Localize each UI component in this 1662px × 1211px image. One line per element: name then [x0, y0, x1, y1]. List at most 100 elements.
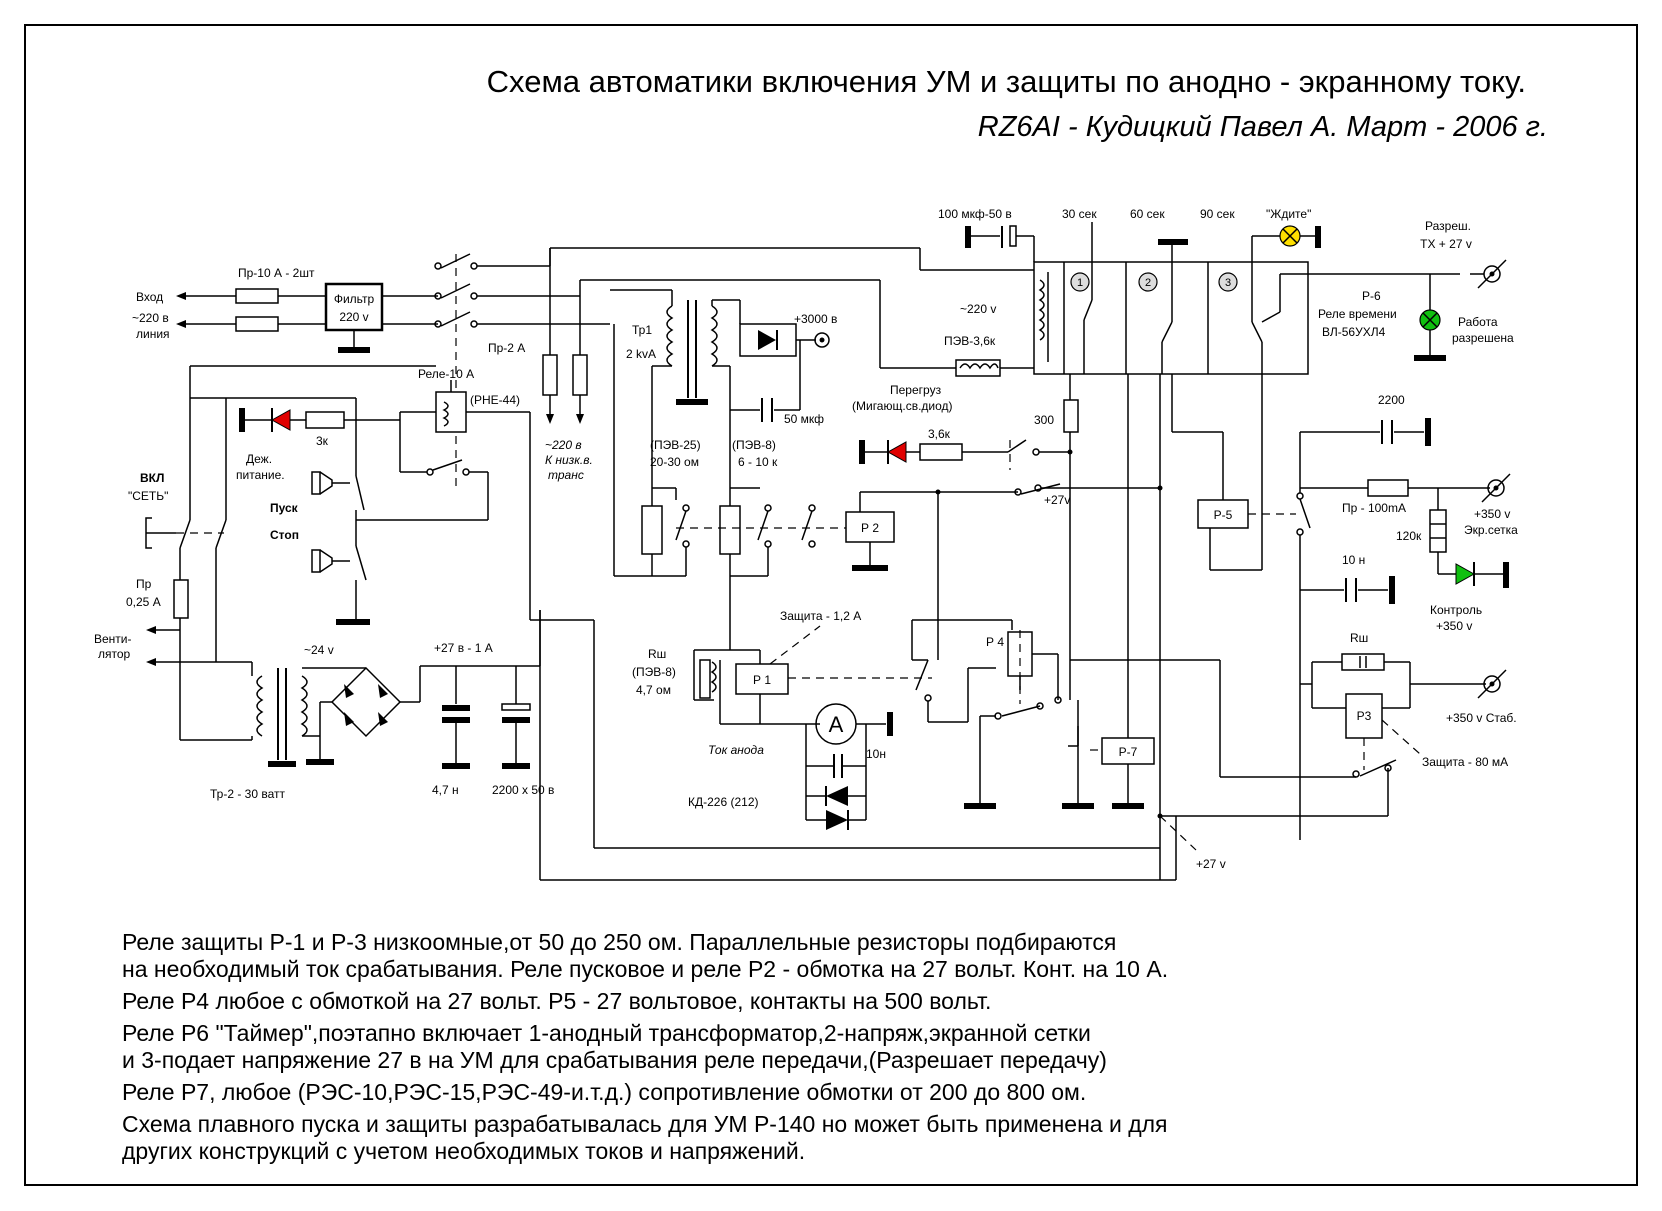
p6-model: ВЛ-56УХЛ4: [1322, 325, 1386, 339]
screen-supply: Р-5 2200 Пр - 100mA +350 v Экр.сетка 120…: [1171, 374, 1518, 840]
kd226-label: КД-226 (212): [688, 795, 758, 809]
pev25-label: (ПЭВ-25): [650, 438, 701, 452]
control-label: Контроль: [1430, 603, 1482, 617]
stop-label: Стоп: [270, 528, 299, 542]
on-label: ВКЛ: [140, 471, 164, 485]
timer-60s: 60 сек: [1130, 207, 1165, 221]
fuse-2a-label: Пр-2 А: [488, 341, 525, 355]
screen-grid-label: Экр.сетка: [1464, 523, 1518, 537]
timer-ch2: 2: [1145, 277, 1151, 289]
rsh-label: Rш: [648, 647, 666, 661]
standby-label: Деж.: [246, 452, 272, 466]
start-relay-10a: Реле-10 А (РНЕ-44): [356, 367, 1160, 849]
relay10a-label: Реле-10 А: [418, 367, 474, 381]
low-voltage-supply: ~24 v Тр-2 - 30 ватт +27 в - 1 А 4,7 н 2…: [180, 610, 1177, 881]
v24-label: ~24 v: [304, 643, 334, 657]
line-label: линия: [136, 327, 170, 341]
input-line-label: ~220 в: [132, 311, 169, 325]
r3k-label: 3к: [316, 434, 329, 448]
mains-input: Пр-10 А - 2шт Вход ~220 в линия: [132, 266, 330, 341]
filter-voltage: 220 v: [339, 310, 368, 324]
protection-80ma-label: Защита - 80 мА: [1422, 755, 1508, 769]
tr2-label: Тр-2 - 30 ватт: [210, 787, 285, 801]
p4-label: Р 4: [986, 635, 1004, 649]
note-line-1: Реле защиты Р-1 и Р-3 низкоомные,от 50 д…: [122, 929, 1116, 955]
to-low-label-2: К низк.в.: [545, 453, 593, 467]
diagram-subtitle: RZ6AI - Кудицкий Павел А. Март - 2006 г.: [978, 111, 1548, 143]
ammeter-label: A: [829, 712, 844, 737]
p6-relay-label: Реле времени: [1318, 307, 1397, 321]
filter: Фильтр 220 v: [324, 282, 438, 353]
note-line-5: и 3-подает напряжение 27 в на УМ для сра…: [122, 1047, 1107, 1073]
c2200x50-label: 2200 х 50 в: [492, 783, 554, 797]
relay-p1-label: Р 1: [753, 673, 771, 687]
r300-label: 300: [1034, 413, 1054, 427]
main-contactor: Пр-2 А: [434, 253, 610, 490]
pev25-value: 20-30 ом: [650, 455, 699, 469]
top-bus: [477, 247, 881, 368]
timer-relay-p6: 100 мкф-50 в 30 сек 60 сек 90 сек "Ждите…: [812, 207, 1514, 377]
timer-90s: 90 сек: [1200, 207, 1235, 221]
hv-3000-label: +3000 в: [794, 312, 837, 326]
anode-current-label: Ток анода: [708, 743, 764, 757]
overload-label-2: (Мигающ.св.диод): [852, 399, 953, 413]
rne44-label: (РНЕ-44): [470, 393, 520, 407]
control-v-label: +350 v: [1436, 619, 1472, 633]
net-label: "СЕТЬ": [128, 489, 168, 503]
diagram-title: Схема автоматики включения УМ и защиты п…: [487, 64, 1526, 99]
start-stop-buttons: Пуск Стоп: [270, 460, 370, 625]
c2200-label: 2200: [1378, 393, 1405, 407]
filter-label: Фильтр: [334, 292, 375, 306]
start-label: Пуск: [270, 501, 299, 515]
p6-label: Р-6: [1362, 289, 1381, 303]
power-switch: ВКЛ "СЕТЬ" Пр 0,25 А Венти- лятор: [94, 471, 227, 740]
rsh2-label: Rш: [1350, 631, 1368, 645]
fuse-025-value: 0,25 А: [126, 595, 161, 609]
tr1-power: 2 kvA: [626, 347, 656, 361]
to-low-label-3: транс: [548, 468, 584, 482]
note-line-4: Реле Р6 "Таймер",поэтапно включает 1-ано…: [122, 1020, 1091, 1046]
c47n-label: 4,7 н: [432, 783, 459, 797]
fan-label-2: лятор: [98, 647, 131, 661]
rsh-pev8-label: (ПЭВ-8): [632, 665, 676, 679]
pev8-label: (ПЭВ-8): [732, 438, 776, 452]
overload-label: Перегруз: [890, 383, 942, 397]
fuse-10a-label: Пр-10 А - 2шт: [238, 266, 315, 280]
notes: Реле защиты Р-1 и Р-3 низкоомные,от 50 д…: [122, 929, 1168, 1164]
note-line-8: других конструкций с учетом необходимых …: [122, 1138, 805, 1164]
timer-ch3: 3: [1225, 277, 1231, 289]
soft-start: (ПЭВ-25) 20-30 ом (ПЭВ-8) 6 - 10 к Р 2: [613, 324, 1018, 640]
cap-50-label: 50 мкф: [784, 412, 824, 426]
note-line-2: на необходимый ток срабатывания. Реле пу…: [122, 956, 1168, 982]
relay-p2-label: Р 2: [861, 521, 879, 535]
work-label: Работа: [1458, 315, 1498, 329]
wait-label: "Ждите": [1266, 207, 1311, 221]
c10n-label: 10 н: [1342, 553, 1365, 567]
rsh-value: 4,7 ом: [636, 683, 671, 697]
screen-protection: Rш Р3 +350 v Стаб. Защита - 80 мА: [1070, 631, 1517, 778]
relay-p7: Р-7 +27 v: [1068, 374, 1389, 880]
timer-ch1: 1: [1077, 277, 1083, 289]
overload-led: [886, 441, 907, 463]
v350-stab-label: +350 v Стаб.: [1446, 711, 1517, 725]
note-line-7: Схема плавного пуска и защиты разрабатыв…: [122, 1111, 1168, 1137]
diagram-frame: [24, 24, 1638, 1186]
protection-12a-label: Защита - 1,2 А: [780, 609, 861, 623]
v27b-label: +27 v: [1196, 857, 1226, 871]
fan-label: Венти-: [94, 632, 132, 646]
anode-protection: Rш (ПЭВ-8) 4,7 ом Р 1 Защита - 1,2 А A 1…: [632, 609, 932, 830]
p3-label: Р3: [1357, 709, 1372, 723]
cap-100-label: 100 мкф-50 в: [938, 207, 1012, 221]
standby-label-2: питание.: [236, 468, 285, 482]
v27a-label: +27v: [1044, 493, 1070, 507]
anode-transformer: Тр1 2 kvA: [610, 289, 740, 488]
hv-rectifier: +3000 в 50 мкф: [729, 300, 837, 426]
standby-indicator: 3к Деж. питание.: [189, 365, 436, 520]
v27-1a-label: +27 в - 1 А: [434, 641, 493, 655]
ac220-label: ~220 v: [960, 302, 996, 316]
input-label: Вход: [136, 290, 163, 304]
to-low-label: ~220 в: [545, 438, 582, 452]
note-line-3: Реле Р4 любое с обмоткой на 27 вольт. Р5…: [122, 988, 991, 1014]
relay-p4: Р 4: [911, 619, 1094, 809]
